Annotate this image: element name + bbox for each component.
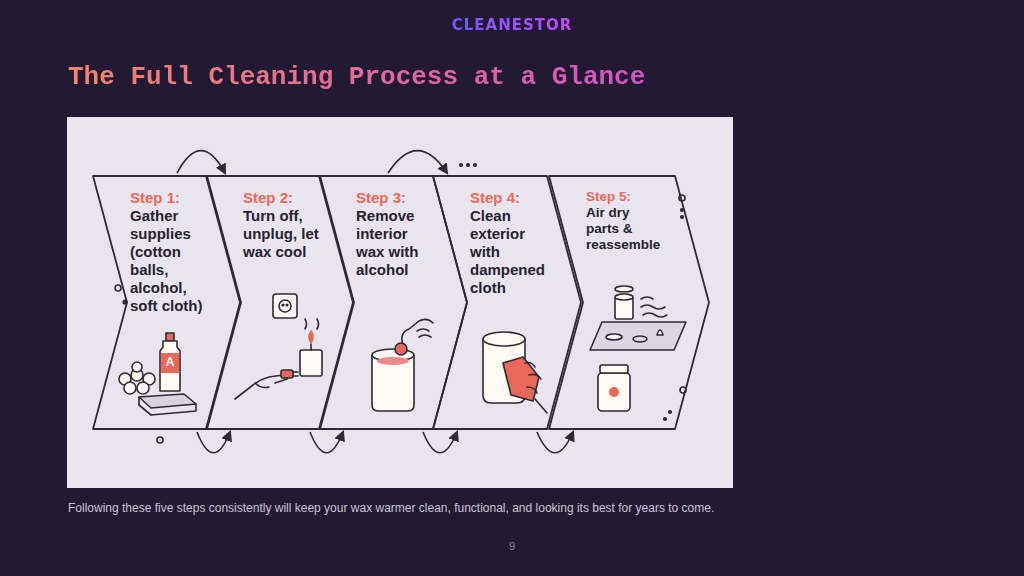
step-text: Step 1:Gather supplies (cotton balls, al… — [130, 175, 210, 315]
step-body: Turn off, unplug, let wax cool — [243, 207, 323, 261]
flow-arrow — [310, 432, 343, 453]
step-chevron: Step 1:Gather supplies (cotton balls, al… — [92, 175, 242, 430]
title-wrap: The Full Cleaning Process at a Glance — [68, 62, 645, 92]
logo-text: CLEANESTOR — [452, 16, 573, 34]
step-body: Gather supplies (cotton balls, alcohol, … — [130, 207, 210, 315]
step-heading: Step 5: — [586, 189, 666, 205]
step-chevron: Step 3:Remove interior wax with alcohol — [318, 175, 468, 430]
step-chevron: Step 2:Turn off, unplug, let wax cool — [205, 175, 355, 430]
step-heading: Step 4: — [470, 189, 550, 207]
caption: Following these five steps consistently … — [68, 501, 968, 516]
step-text: Step 3:Remove interior wax with alcohol — [356, 175, 436, 279]
flow-arrow — [177, 151, 225, 173]
step-body: Clean exterior with dampened cloth — [470, 207, 550, 297]
page-number: 9 — [0, 540, 1024, 552]
step-text: Step 2:Turn off, unplug, let wax cool — [243, 175, 323, 261]
chevron-path — [93, 176, 241, 429]
step-chevron: Step 5:Air dry parts & reassemble — [548, 175, 710, 430]
flow-arrow — [423, 432, 457, 453]
logo-wrap: CLEANESTOR — [0, 16, 1024, 34]
step-heading: Step 1: — [130, 189, 210, 207]
step-heading: Step 3: — [356, 189, 436, 207]
flow-arrow — [537, 432, 573, 453]
chevron-path — [319, 176, 467, 429]
flow-arrow — [388, 151, 447, 173]
step-heading: Step 2: — [243, 189, 323, 207]
step-text: Step 4:Clean exterior with dampened clot… — [470, 175, 550, 297]
slide-title: The Full Cleaning Process at a Glance — [68, 62, 645, 92]
bottle-label: A — [162, 355, 178, 369]
flow-arrow — [197, 432, 230, 453]
diagram-panel: Step 1:Gather supplies (cotton balls, al… — [67, 117, 733, 488]
chevron-path — [206, 176, 354, 429]
step-text: Step 5:Air dry parts & reassemble — [586, 175, 666, 253]
chevron-path — [549, 176, 709, 429]
step-body: Remove interior wax with alcohol — [356, 207, 436, 279]
step-body: Air dry parts & reassemble — [586, 205, 666, 253]
